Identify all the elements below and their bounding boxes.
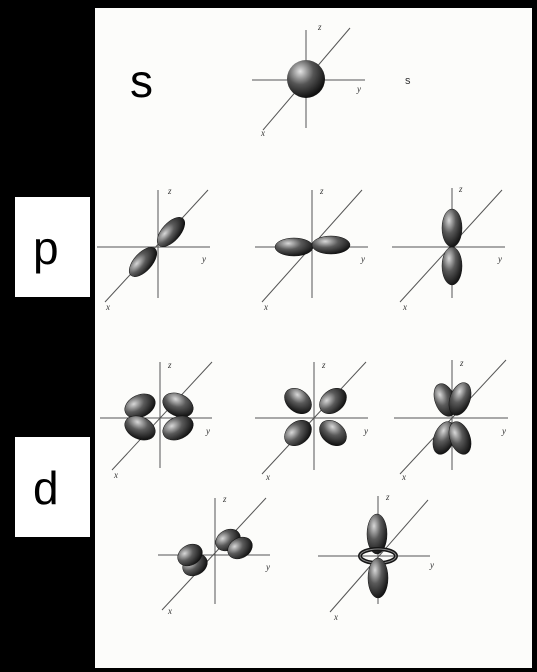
pz-orbital: z y x bbox=[392, 184, 505, 312]
x-axis-label: x bbox=[265, 472, 270, 482]
x-axis-label: x bbox=[113, 470, 118, 480]
y-axis-label: y bbox=[363, 426, 368, 436]
orbital-figure-page bbox=[95, 8, 532, 668]
s-caption: s bbox=[405, 75, 411, 87]
y-axis-label: y bbox=[360, 254, 365, 264]
y-axis-label: y bbox=[201, 254, 206, 264]
y-axis-label: y bbox=[497, 254, 502, 264]
s-sphere bbox=[287, 60, 325, 98]
x-axis-label: x bbox=[333, 612, 338, 622]
y-axis-label: y bbox=[501, 426, 506, 436]
z-axis-label: z bbox=[167, 186, 172, 196]
y-axis-label: y bbox=[265, 562, 270, 572]
dxz-orbital: z y x bbox=[255, 360, 368, 482]
dz2-orbital: z y x bbox=[318, 492, 434, 622]
x-axis-label: x bbox=[401, 472, 406, 482]
p-label-box bbox=[15, 197, 90, 297]
s-label: s bbox=[130, 55, 153, 107]
x-axis-label: x bbox=[167, 606, 172, 616]
x-axis-label: x bbox=[402, 302, 407, 312]
z-axis-label: z bbox=[317, 22, 322, 32]
dyz-orbital: z y x bbox=[394, 358, 508, 482]
z-axis-label: z bbox=[319, 186, 324, 196]
d-label: d bbox=[33, 462, 59, 514]
x-axis-label: x bbox=[263, 302, 268, 312]
z-axis-label: z bbox=[222, 494, 227, 504]
y-axis-label: y bbox=[429, 560, 434, 570]
d-label-box bbox=[15, 437, 90, 537]
z-axis-label: z bbox=[385, 492, 390, 502]
dx2-y2-orbital: z y x bbox=[158, 494, 270, 616]
px-orbital: z y x bbox=[97, 186, 210, 312]
z-axis-label: z bbox=[459, 358, 464, 368]
y-axis-label: y bbox=[356, 84, 361, 94]
z-axis-label: z bbox=[167, 360, 172, 370]
dxy-orbital: z y x bbox=[100, 360, 213, 480]
x-axis-label: x bbox=[105, 302, 110, 312]
z-axis-label: z bbox=[321, 360, 326, 370]
z-axis-label: z bbox=[458, 184, 463, 194]
s-orbital: z y x s bbox=[252, 22, 411, 138]
p-label: p bbox=[33, 222, 59, 274]
y-axis-label: y bbox=[205, 426, 210, 436]
x-axis-label: x bbox=[260, 128, 265, 138]
py-orbital: z y x bbox=[255, 186, 368, 312]
